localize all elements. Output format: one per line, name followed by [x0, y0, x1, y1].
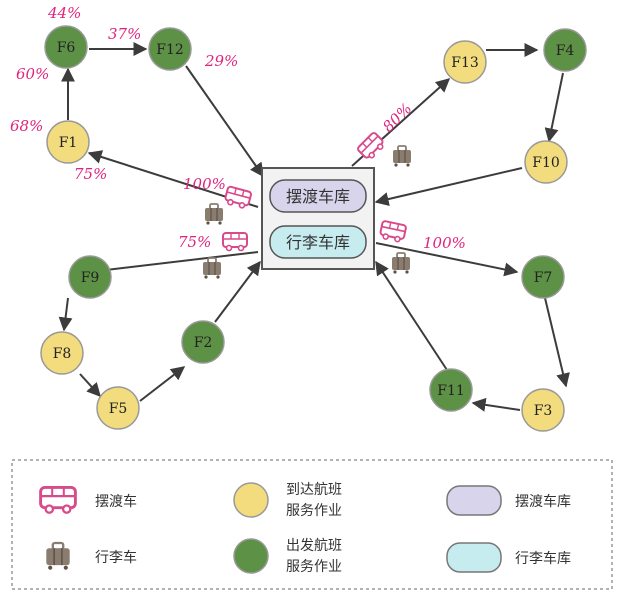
pct-f6-f12: 37%: [108, 25, 141, 43]
pct-f6-top: 44%: [47, 4, 81, 22]
node-f8: F8: [40, 331, 84, 375]
pct-depot-f13: 80%: [379, 100, 415, 136]
shuttle-depot-label: 摆渡车库: [286, 187, 350, 206]
node-f3: F3: [521, 388, 565, 432]
svg-text:F11: F11: [437, 383, 465, 399]
baggage-icon-left-top: [204, 203, 224, 226]
node-f5: F5: [96, 386, 140, 430]
legend-baggage-car-icon: [45, 541, 71, 571]
edge-f4-f10: [544, 72, 564, 143]
shuttle-depot: [269, 179, 367, 213]
svg-text:F13: F13: [451, 55, 479, 71]
edge-f3-f11: [471, 397, 521, 412]
svg-text:F1: F1: [59, 135, 78, 151]
svg-text:F8: F8: [53, 346, 72, 362]
legend-baggage-depot-swatch: [446, 542, 502, 573]
legend-departure-swatch: [233, 538, 269, 574]
baggage-icon-left-bottom: [202, 257, 222, 280]
edge-f5-f2: [139, 366, 186, 402]
legend-baggage-depot: 行李车库: [515, 550, 571, 567]
node-f7: F7: [521, 255, 565, 299]
legend-departure-line1: 出发航班: [286, 538, 342, 554]
svg-text:F4: F4: [556, 43, 575, 59]
pct-f12-depot: 29%: [204, 52, 238, 70]
edges: [58, 42, 570, 412]
shuttle-icon-right-bottom: [378, 219, 408, 244]
svg-text:F2: F2: [194, 335, 213, 351]
svg-text:F10: F10: [532, 155, 560, 171]
baggage-icon-right-top: [392, 145, 412, 168]
legend-shuttle-depot-swatch: [446, 485, 502, 516]
pct-f1-left: 68%: [10, 117, 43, 135]
svg-text:F3: F3: [534, 403, 553, 419]
svg-text:F9: F9: [81, 270, 100, 286]
pct-depot-f1: 100%: [183, 175, 226, 193]
svg-text:F7: F7: [534, 270, 553, 286]
svg-text:F6: F6: [57, 40, 76, 56]
edge-f11-depot: [375, 260, 448, 371]
edge-f7-f3: [544, 297, 570, 388]
baggage-depot-label: 行李车库: [286, 233, 350, 252]
node-f13: F13: [443, 40, 487, 84]
node-f12: F12: [148, 27, 192, 71]
node-f2: F2: [181, 320, 225, 364]
edge-f12-depot: [185, 65, 264, 178]
legend-departure-line2: 服务作业: [286, 559, 342, 575]
edge-depot-f9: [87, 251, 259, 278]
pct-f6-left: 60%: [16, 65, 49, 83]
legend-arrival-swatch: [233, 482, 269, 518]
baggage-icon-right-bottom: [391, 252, 411, 275]
legend-arrival-line1: 到达航班: [286, 482, 342, 498]
shuttle-icon-left-top: [222, 185, 253, 211]
baggage-depot: [269, 225, 367, 259]
legend-shuttle-car: 摆渡车: [95, 493, 137, 510]
legend-shuttle-car-icon: [39, 485, 77, 515]
legend-baggage-car: 行李车: [95, 549, 137, 566]
depot-box: 摆渡车库 行李车库: [261, 167, 375, 270]
pct-depot-f7: 100%: [423, 234, 466, 252]
node-f1: F1: [46, 120, 90, 164]
legend: 摆渡车 行李车 到达航班 服务作业 出发航班 服务作业 摆渡车库 行李车库: [11, 459, 613, 590]
node-f11: F11: [429, 368, 473, 412]
edge-f8-f5: [79, 373, 101, 398]
pct-f1-edge: 75%: [74, 165, 107, 183]
edge-f2-depot: [214, 260, 261, 323]
node-f10: F10: [524, 140, 568, 184]
node-f4: F4: [543, 28, 587, 72]
legend-shuttle-depot: 摆渡车库: [515, 493, 571, 510]
svg-text:F12: F12: [156, 42, 184, 58]
edge-f9-f8: [58, 297, 73, 332]
legend-arrival-line2: 服务作业: [286, 503, 342, 519]
edge-f10-depot: [374, 167, 523, 206]
pct-depot-f9: 75%: [178, 233, 211, 251]
node-f9: F9: [68, 255, 112, 299]
node-f6: F6: [44, 25, 88, 69]
svg-text:F5: F5: [109, 401, 128, 417]
shuttle-icon-left-bottom: [222, 232, 248, 252]
edge-depot-f7: [375, 242, 519, 277]
